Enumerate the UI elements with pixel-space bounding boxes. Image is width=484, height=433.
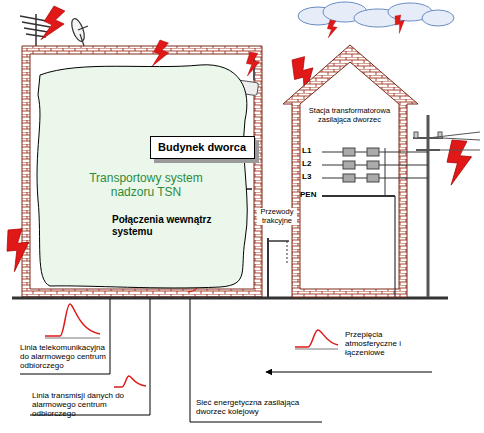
earthing-wire [394,196,395,297]
region-text: Stacja transformatorowa zasilająca dworz… [300,107,399,124]
catenary-mast [287,241,288,264]
surge-arrow [266,372,432,373]
title-box: Budynek dworca [150,136,255,159]
surge-pulse [114,376,146,387]
fuse [343,148,355,156]
satellite-dish [80,34,84,46]
phase-label: L3 [302,172,322,181]
lightning-bolt [149,39,172,69]
fuse [343,174,355,182]
cloud [422,10,454,26]
system-outline [37,65,247,288]
fuse [367,148,379,156]
annotation: Przewody trakcyjne [257,208,297,225]
power-pole [428,132,480,138]
building-wall [22,46,262,297]
system-region: Transportowy system nadzoru TSN Połączeni… [36,62,254,290]
leader-line [20,299,110,374]
power-pole [413,115,480,297]
surge-pulse [295,330,338,347]
satellite-dish [69,17,88,46]
pen-bar [322,195,395,197]
lightning-bolt [37,5,70,46]
catenary-mast [267,238,269,297]
annotation: Sieć energetyczna zasilająca dworzec kol… [196,398,318,416]
phase-label: L1 [302,146,322,155]
power-pole [427,115,430,297]
lightning-bolt [326,20,339,39]
region-text: Transportowy system nadzoru TSN [86,172,206,200]
tv-antenna [22,22,50,27]
station-walls [283,45,419,297]
leader-line [190,299,322,422]
lightning-bolt [394,15,407,34]
phase-label: PEN [300,190,324,199]
phase-label: L2 [302,159,322,168]
surge-pulse [45,304,100,336]
power-pole [414,132,418,138]
region-text: Połączenia wewnątrz systemu [112,214,224,237]
fuse [367,174,379,182]
pulse-axis [295,349,338,350]
annotation: Linia telekomunikacyjna do alarmowego ce… [20,343,108,371]
lightning-bolt [5,228,31,272]
power-pole [428,150,480,151]
lightning-bolt [445,140,473,187]
station-walls [283,45,418,297]
leader-line [20,299,322,422]
box-title: Budynek dworca [151,137,254,158]
cloud [298,2,454,27]
cross-bar [385,148,386,196]
pulse-axis [45,338,100,339]
lightning-bolt [244,52,261,78]
power-pole [442,138,480,140]
transformer-station: Stacja transformatorowa zasilająca dworz… [283,45,419,297]
catenary-mast [268,240,289,242]
tv-antenna [24,28,48,32]
fuse [343,161,355,169]
annotation: Linia transmisji danych do alarmowego ce… [32,391,148,419]
catenary-mast [268,238,289,297]
fuse [367,161,379,169]
annotation: Przepięcia atmosferyczne i łączeniowe [345,330,421,358]
satellite-dish [78,26,88,30]
